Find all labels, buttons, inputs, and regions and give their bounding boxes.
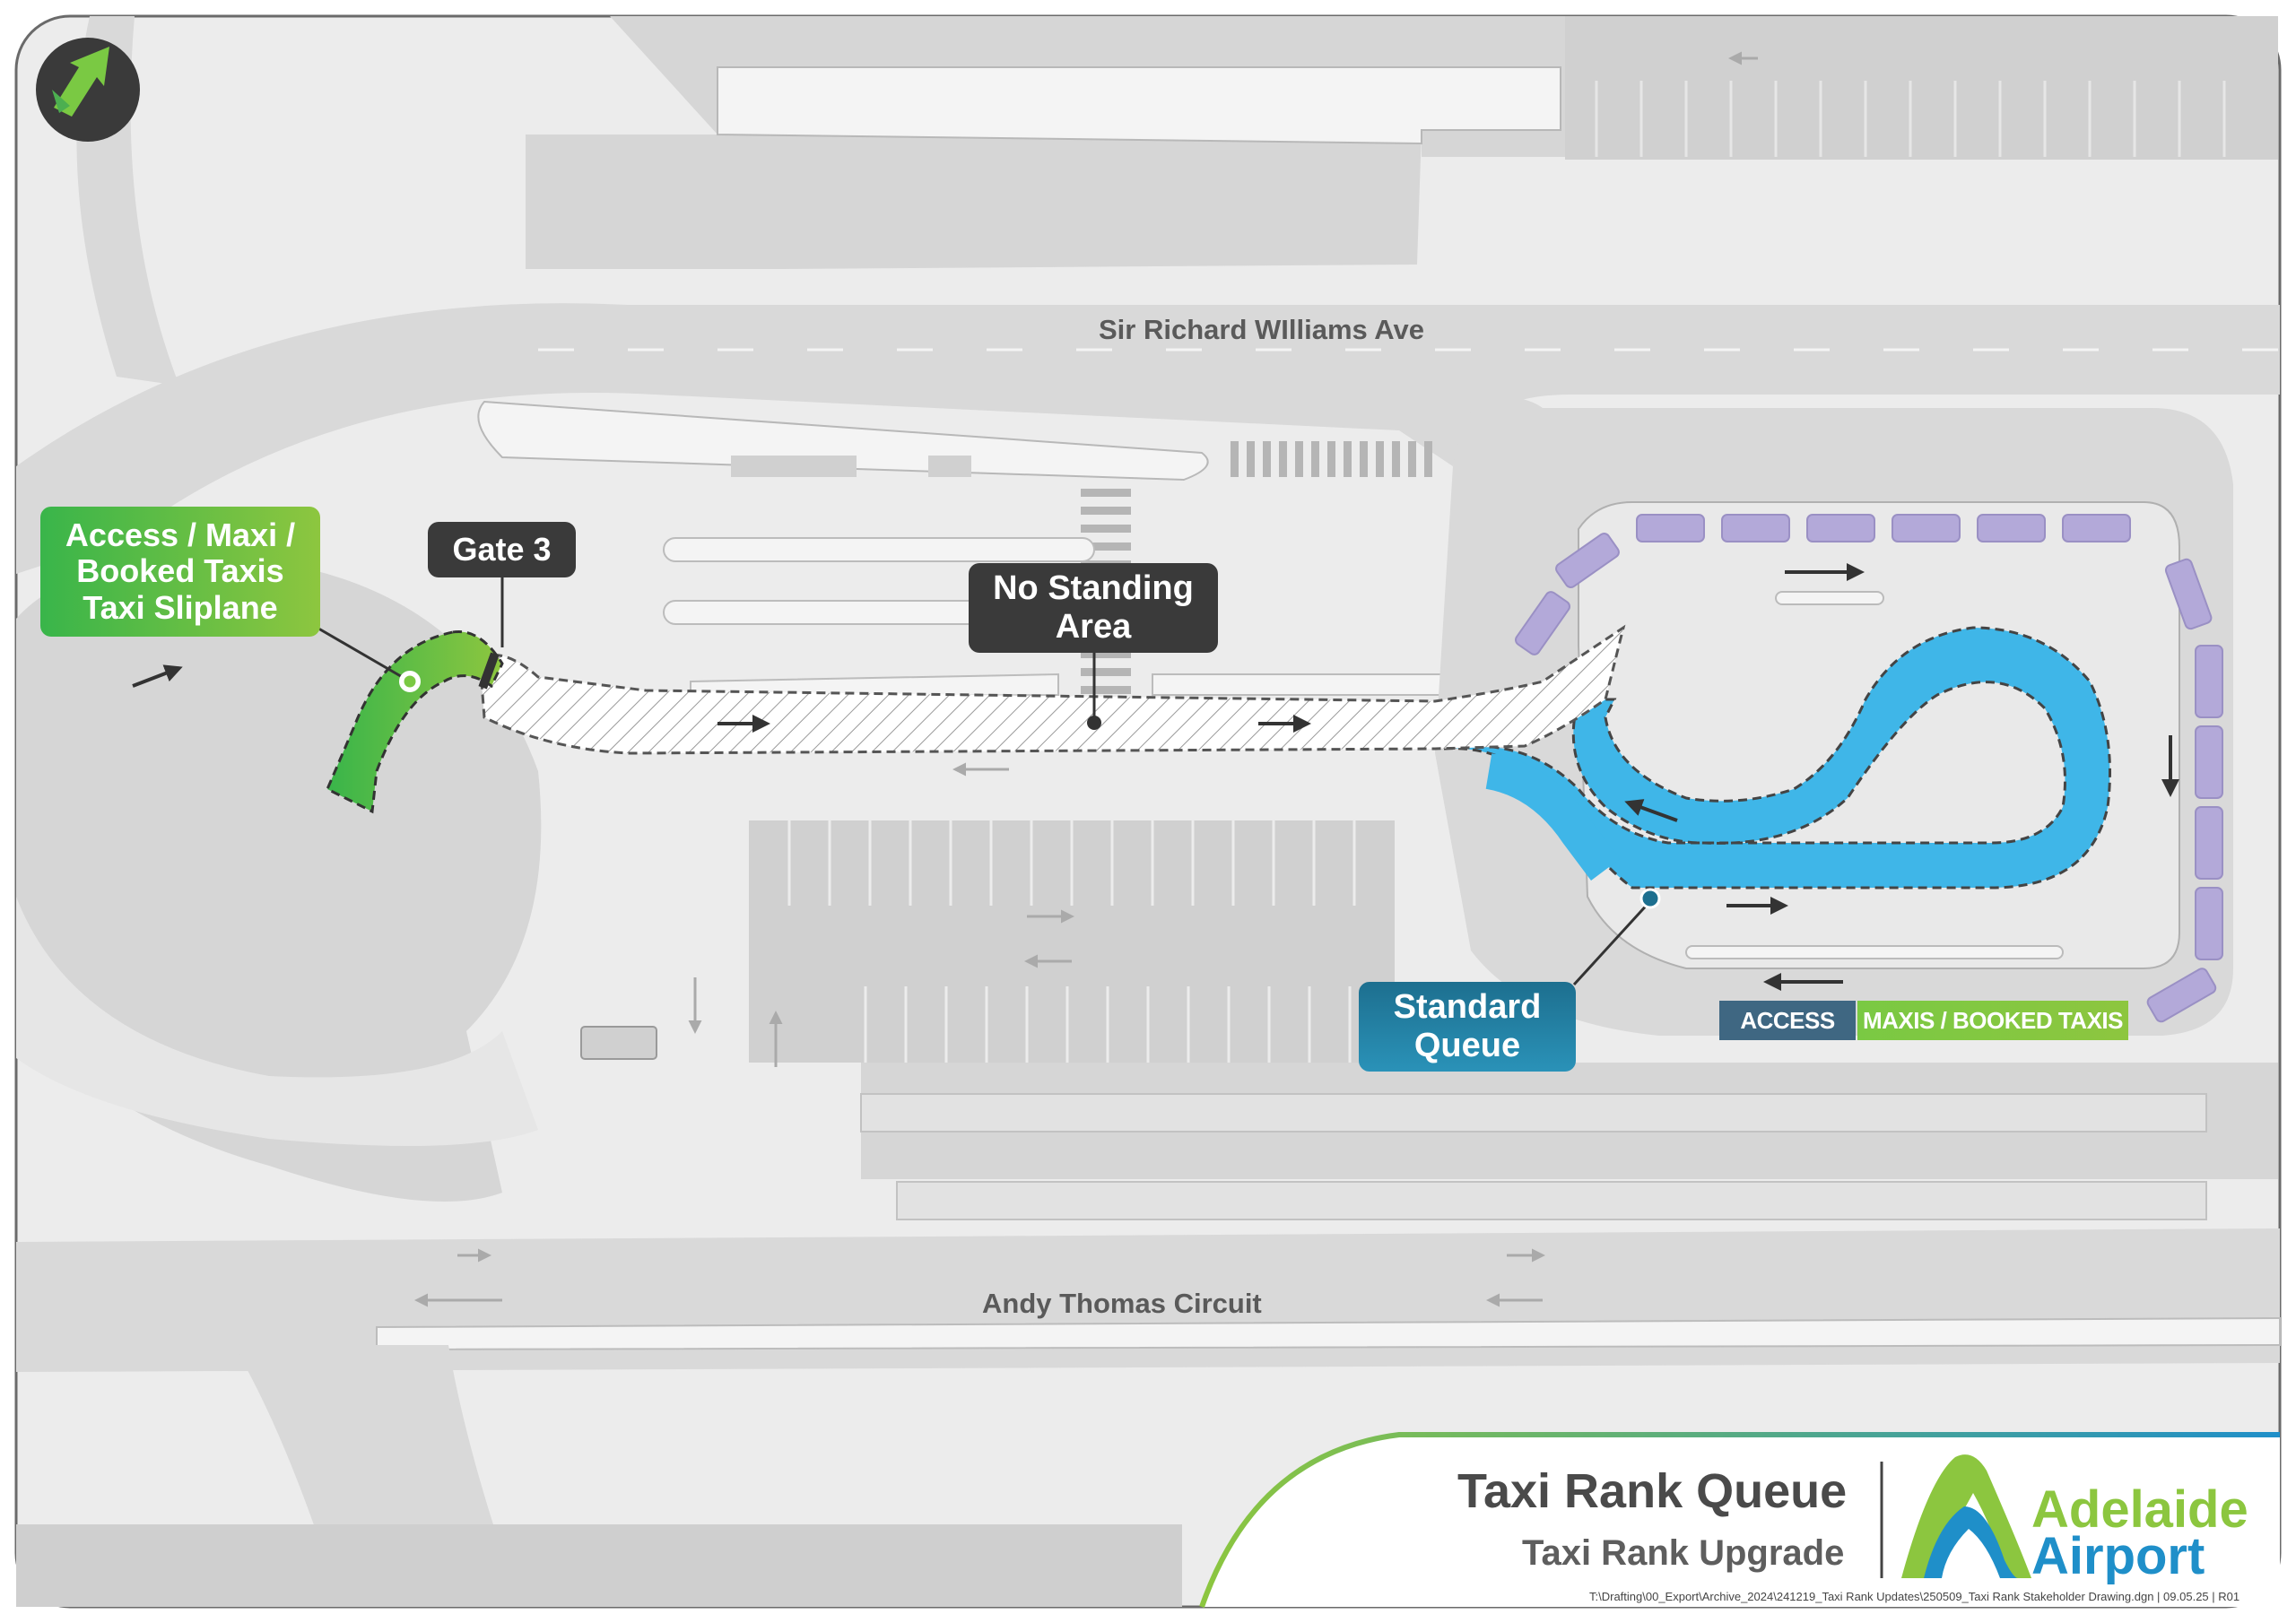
street-label-south: Andy Thomas Circuit	[982, 1288, 1262, 1319]
callout-standard-queue: Standard Queue	[1359, 982, 1576, 1072]
drawing-file-path: T:\Drafting\00_Export\Archive_2024\24121…	[1589, 1590, 2240, 1603]
gate-3-bar	[478, 652, 500, 690]
south-strip	[16, 1524, 1182, 1607]
kerb-right	[1152, 673, 1474, 696]
kiosk	[580, 1026, 657, 1060]
callout-access-maxi: Access / Maxi / Booked Taxis Taxi Slipla…	[40, 507, 320, 637]
rank-median-south	[1685, 945, 2064, 959]
west-inner-ring	[16, 897, 538, 1146]
legend-maxis-booked: MAXIS / BOOKED TAXIS	[1857, 1001, 2128, 1040]
callout-no-standing: No Standing Area	[969, 563, 1218, 653]
south-carpark-bays	[787, 820, 1356, 1063]
north-carpark-bays	[1595, 81, 2226, 157]
north-road	[16, 303, 2280, 574]
island-bay-a	[731, 456, 857, 477]
island-bay-b	[928, 456, 971, 477]
legend-access: ACCESS	[1719, 1001, 1856, 1040]
adelaide-airport-logo-icon	[1901, 1454, 2031, 1578]
title-block-title: Taxi Rank Queue	[1457, 1464, 1848, 1518]
north-arrow-icon	[36, 38, 140, 142]
grey-arrows	[414, 51, 1758, 1307]
standard-queue-lead-in	[1485, 753, 1620, 881]
east-carpark-row-2	[896, 1181, 2207, 1220]
standard-queue-lane	[1443, 626, 2111, 890]
no-standing-marker	[1087, 716, 1101, 730]
street-label-north: Sir Richard WIlliams Ave	[1099, 314, 1424, 345]
brand-name-line-2: Airport	[2031, 1527, 2205, 1585]
east-carpark-row-1	[860, 1093, 2207, 1133]
taxi-sliplane	[326, 629, 504, 814]
leader-lines	[309, 572, 1652, 986]
maxi-bays	[1514, 514, 2223, 1023]
pedestrian-crossing-north	[1231, 441, 1432, 477]
forecourt-median-1	[663, 537, 1095, 562]
sliplane-marker-inner	[401, 673, 419, 690]
standard-queue-marker	[1639, 888, 1661, 909]
title-block-subtitle: Taxi Rank Upgrade	[1522, 1533, 1845, 1573]
north-carpark	[1565, 16, 2278, 160]
title-swoosh	[1199, 1432, 2280, 1608]
brand-name-line-1: Adelaide	[2031, 1480, 2248, 1539]
rank-median-north	[1775, 591, 1884, 605]
forecourt-island	[717, 66, 1561, 145]
callout-gate-3: Gate 3	[428, 522, 576, 577]
south-median	[376, 1316, 2281, 1351]
flow-arrows	[132, 563, 2179, 991]
